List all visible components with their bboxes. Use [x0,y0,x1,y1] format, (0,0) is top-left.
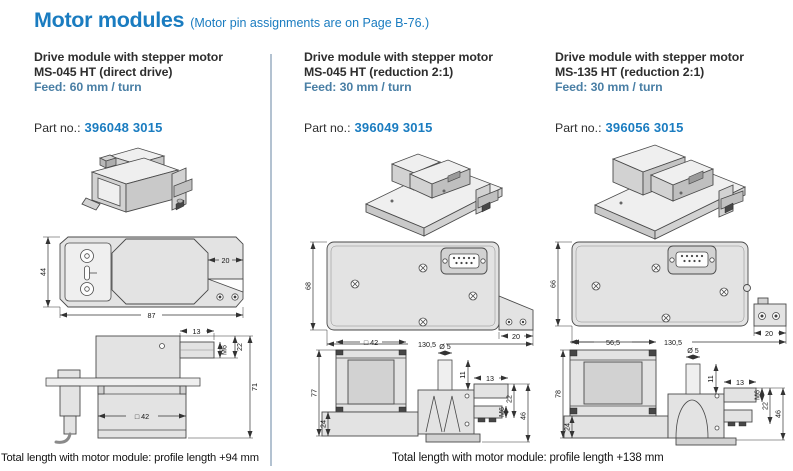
feed-spec: Feed: 60 mm / turn [34,80,142,94]
dim-label-87: 87 [148,311,156,320]
col2-plate-view-drawing: 68 20 130,5 [304,241,534,349]
part-label: Part no.: [304,121,351,135]
dim-label-20: 20 [222,256,230,265]
dim-label-78: 78 [554,390,563,398]
column-2-header: Drive module with stepper motor MS-045 H… [304,50,544,136]
dim-label-24: 24 [563,423,572,431]
dim-label-22: 22 [505,395,514,403]
col2-isometric-drawing [365,153,503,237]
dim-label-m6: M6 [753,390,762,400]
col1-side-view-drawing: 13 M6 22 71 [45,327,259,444]
isometric-module [594,144,746,240]
dim-label-71: 71 [250,383,259,391]
dim-label-46: 46 [519,412,528,420]
dim-label-46: 46 [774,410,783,418]
part-line: Part no.:396056 3015 [555,120,793,136]
dim-label-1305: 130,5 [418,340,436,349]
col3-front-view-drawing: 56,5 78 24 Ø 5 11 13 [554,338,786,446]
dim-label-565: 56,5 [606,338,620,347]
plate-view: 68 20 130,5 [304,241,534,349]
footer-note-left: Total length with motor module: profile … [1,452,259,464]
column-3-header: Drive module with stepper motor MS-135 H… [555,50,793,136]
dim-label-sq42: □ 42 [135,412,149,421]
dim-label-77: 77 [310,389,319,397]
dim-label-1305: 130,5 [664,338,682,347]
feed-spec: Feed: 30 mm / turn [555,80,663,94]
col3-isometric-drawing [594,144,746,240]
module-title-line1: Drive module with stepper motor [34,50,223,64]
page-subtitle: (Motor pin assignments are on Page B-76.… [190,16,430,30]
dim-label-11: 11 [706,375,715,382]
screw-holes [591,263,729,323]
plate-view: 66 20 [549,241,787,347]
front-view: □ 42 77 24 Ø 5 11 13 [310,338,531,443]
dim-label-68: 68 [304,282,313,290]
module-title-line2: MS-135 HT (reduction 2:1) [555,65,705,79]
module-title-line1: Drive module with stepper motor [555,50,744,64]
dim-label-20: 20 [512,332,520,341]
dim-label-66: 66 [549,280,558,288]
part-number: 396049 3015 [354,120,433,135]
dim-label-20: 20 [765,329,773,338]
dim-label-m6: M6 [220,345,229,355]
col3-plate-view-drawing: 66 20 [549,241,787,347]
dim-label-13: 13 [193,327,201,336]
feed-spec: Feed: 30 mm / turn [304,80,412,94]
screw-holes [350,263,478,327]
col1-top-view-drawing: 44 20 87 [39,236,244,320]
part-number: 396056 3015 [605,120,684,135]
dim-label-22: 22 [235,343,244,351]
column-divider [270,54,272,466]
module-title-line2: MS-045 HT (direct drive) [34,65,173,79]
module-title-line1: Drive module with stepper motor [304,50,493,64]
side-view: 13 M6 22 71 [45,327,259,444]
dim-label-sq42: □ 42 [364,338,378,347]
dim-label-dia5: Ø 5 [439,342,451,351]
part-label: Part no.: [555,121,602,135]
dim-label-m6: M6 [497,407,506,417]
top-view: 44 20 87 [39,236,244,320]
dim-label-dia5: Ø 5 [687,346,699,355]
isometric-module [365,153,503,237]
dim-label-13: 13 [486,374,494,383]
page-title: Motor modules [34,8,185,32]
module-title-line2: MS-045 HT (reduction 2:1) [304,65,454,79]
part-line: Part no.:396049 3015 [304,120,544,136]
page-header: Motor modules (Motor pin assignments are … [34,8,429,33]
col2-front-view-drawing: □ 42 77 24 Ø 5 11 13 [310,338,531,443]
part-label: Part no.: [34,121,81,135]
dim-label-44: 44 [39,268,48,276]
dim-label-11: 11 [458,371,467,378]
column-1-header: Drive module with stepper motor MS-045 H… [34,50,274,136]
col1-isometric-drawing [81,147,193,213]
part-number: 396048 3015 [84,120,163,135]
dim-label-22: 22 [761,402,770,410]
front-view: 56,5 78 24 Ø 5 11 13 [554,338,786,446]
part-line: Part no.:396048 3015 [34,120,274,136]
isometric-module [81,147,193,213]
dim-label-13: 13 [736,378,744,387]
dim-label-24: 24 [319,420,328,428]
footer-note-right: Total length with motor module: profile … [392,452,664,464]
